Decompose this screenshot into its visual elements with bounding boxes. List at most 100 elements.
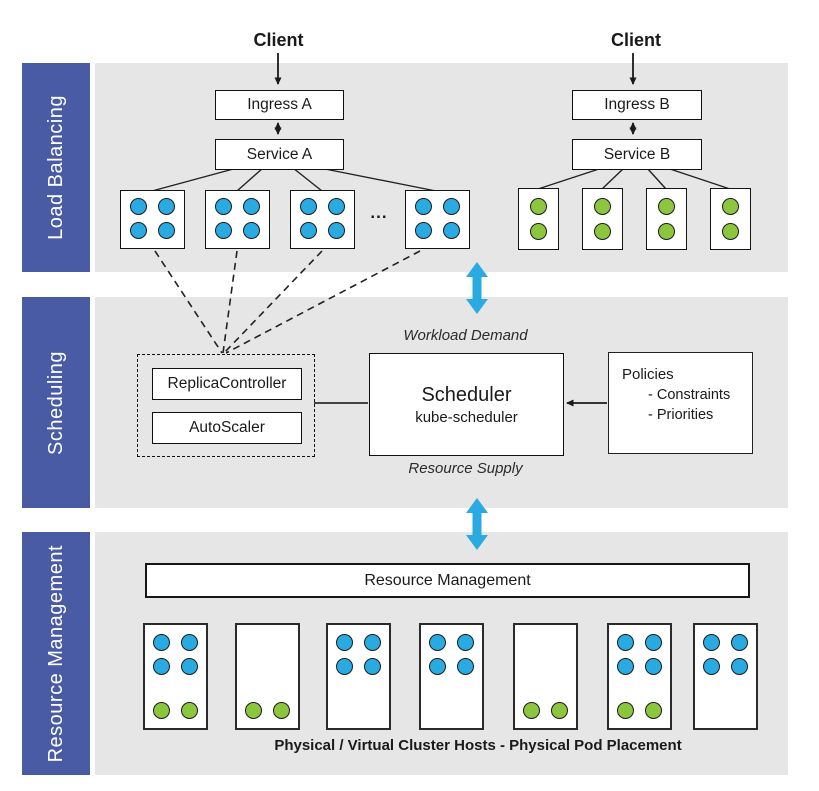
green-pod-icon — [594, 223, 611, 240]
pod-row — [153, 634, 198, 651]
host-4 — [419, 623, 484, 730]
pod-row — [658, 198, 675, 215]
blue-pod-icon — [181, 634, 198, 651]
client-a-label: Client — [253, 30, 304, 50]
policies-box: Policies - Constraints - Priorities — [608, 352, 753, 454]
blue-pod-icon — [457, 658, 474, 675]
pod-row — [130, 222, 175, 239]
blue-pod-icon — [243, 222, 260, 239]
host-5 — [513, 623, 578, 730]
sidebar-label-resource-management: Resource Management — [44, 544, 67, 763]
blue-pods-zone — [145, 634, 206, 675]
pod-row — [594, 198, 611, 215]
pod-row — [130, 198, 175, 215]
pod-row — [429, 634, 474, 651]
blue-pods-zone — [328, 634, 389, 675]
hosts-caption: Physical / Virtual Cluster Hosts - Physi… — [274, 737, 682, 754]
blue-pod-icon — [731, 634, 748, 651]
scheduler-box: Scheduler kube-scheduler — [369, 353, 564, 456]
blue-pod-icon — [328, 222, 345, 239]
green-pod-icon — [722, 223, 739, 240]
green-pod-icon — [645, 702, 662, 719]
green-pod-icon — [523, 702, 540, 719]
controller-group-dashed-box — [137, 354, 315, 457]
blue-pod-icon — [429, 634, 446, 651]
blue-pod-icon — [457, 634, 474, 651]
green-pod-icon — [617, 702, 634, 719]
resource-management-bar: Resource Management — [145, 563, 750, 598]
host-2 — [235, 623, 300, 730]
pod-row — [336, 658, 381, 675]
green-pod-icon — [530, 198, 547, 215]
blue-pod-icon — [415, 198, 432, 215]
pod-row — [523, 702, 568, 719]
blue-pods-zone — [421, 634, 482, 675]
pod-row — [617, 634, 662, 651]
blue-pod-icon — [130, 222, 147, 239]
blue-pods-zone — [695, 634, 756, 675]
green-pod-icon — [530, 223, 547, 240]
scheduler-title: Scheduler — [421, 383, 512, 406]
green-pods-zone — [609, 702, 670, 719]
green-pods-zone — [519, 198, 558, 240]
pod-row — [215, 198, 260, 215]
pod-row — [703, 658, 748, 675]
green-pods-zone — [237, 702, 298, 719]
blue-pod-icon — [364, 658, 381, 675]
more-pod-groups-ellipsis: ... — [370, 203, 388, 222]
green-pod-icon — [551, 702, 568, 719]
host-1 — [143, 623, 208, 730]
blue-pod-icon — [328, 198, 345, 215]
blue-pod-icon — [645, 658, 662, 675]
pod-group-a-3 — [290, 190, 355, 249]
blue-pods-zone — [121, 198, 184, 239]
policies-title: Policies — [622, 366, 674, 383]
blue-pod-icon — [429, 658, 446, 675]
blue-pod-icon — [215, 222, 232, 239]
host-6 — [607, 623, 672, 730]
green-pod-icon — [658, 223, 675, 240]
scheduler-subtitle: kube-scheduler — [415, 408, 518, 426]
pod-row — [300, 222, 345, 239]
blue-pod-icon — [617, 658, 634, 675]
pod-row — [703, 634, 748, 651]
policies-item-constraints: - Constraints — [648, 387, 731, 403]
blue-pod-icon — [130, 198, 147, 215]
blue-pods-zone — [406, 198, 469, 239]
blue-pod-icon — [645, 634, 662, 651]
blue-pod-icon — [443, 198, 460, 215]
host-3 — [326, 623, 391, 730]
blue-pods-zone — [206, 198, 269, 239]
pod-row — [429, 658, 474, 675]
blue-pod-icon — [300, 198, 317, 215]
pod-group-a-4 — [405, 190, 470, 249]
pod-group-b-3 — [646, 188, 687, 250]
blue-pod-icon — [443, 222, 460, 239]
blue-pod-icon — [415, 222, 432, 239]
green-pod-icon — [658, 198, 675, 215]
blue-pod-icon — [364, 634, 381, 651]
ingress-a-box: Ingress A — [215, 90, 344, 120]
sidebar-label-scheduling: Scheduling — [44, 350, 67, 455]
blue-pod-icon — [181, 658, 198, 675]
blue-pod-icon — [153, 634, 170, 651]
green-pods-zone — [145, 702, 206, 719]
pod-row — [617, 702, 662, 719]
pod-row — [245, 702, 290, 719]
blue-pod-icon — [300, 222, 317, 239]
pod-row — [722, 198, 739, 215]
pod-row — [617, 658, 662, 675]
green-pods-zone — [647, 198, 686, 240]
sidebar-resource-management: Resource Management — [22, 532, 90, 775]
blue-pod-icon — [243, 198, 260, 215]
pod-row — [530, 198, 547, 215]
workload-demand-label: Workload Demand — [403, 327, 528, 344]
pod-group-a-2 — [205, 190, 270, 249]
pod-group-b-4 — [710, 188, 751, 250]
pod-row — [530, 223, 547, 240]
blue-pod-icon — [158, 198, 175, 215]
pod-group-a-1 — [120, 190, 185, 249]
ingress-b-box: Ingress B — [572, 90, 702, 120]
resource-supply-label: Resource Supply — [408, 460, 523, 477]
